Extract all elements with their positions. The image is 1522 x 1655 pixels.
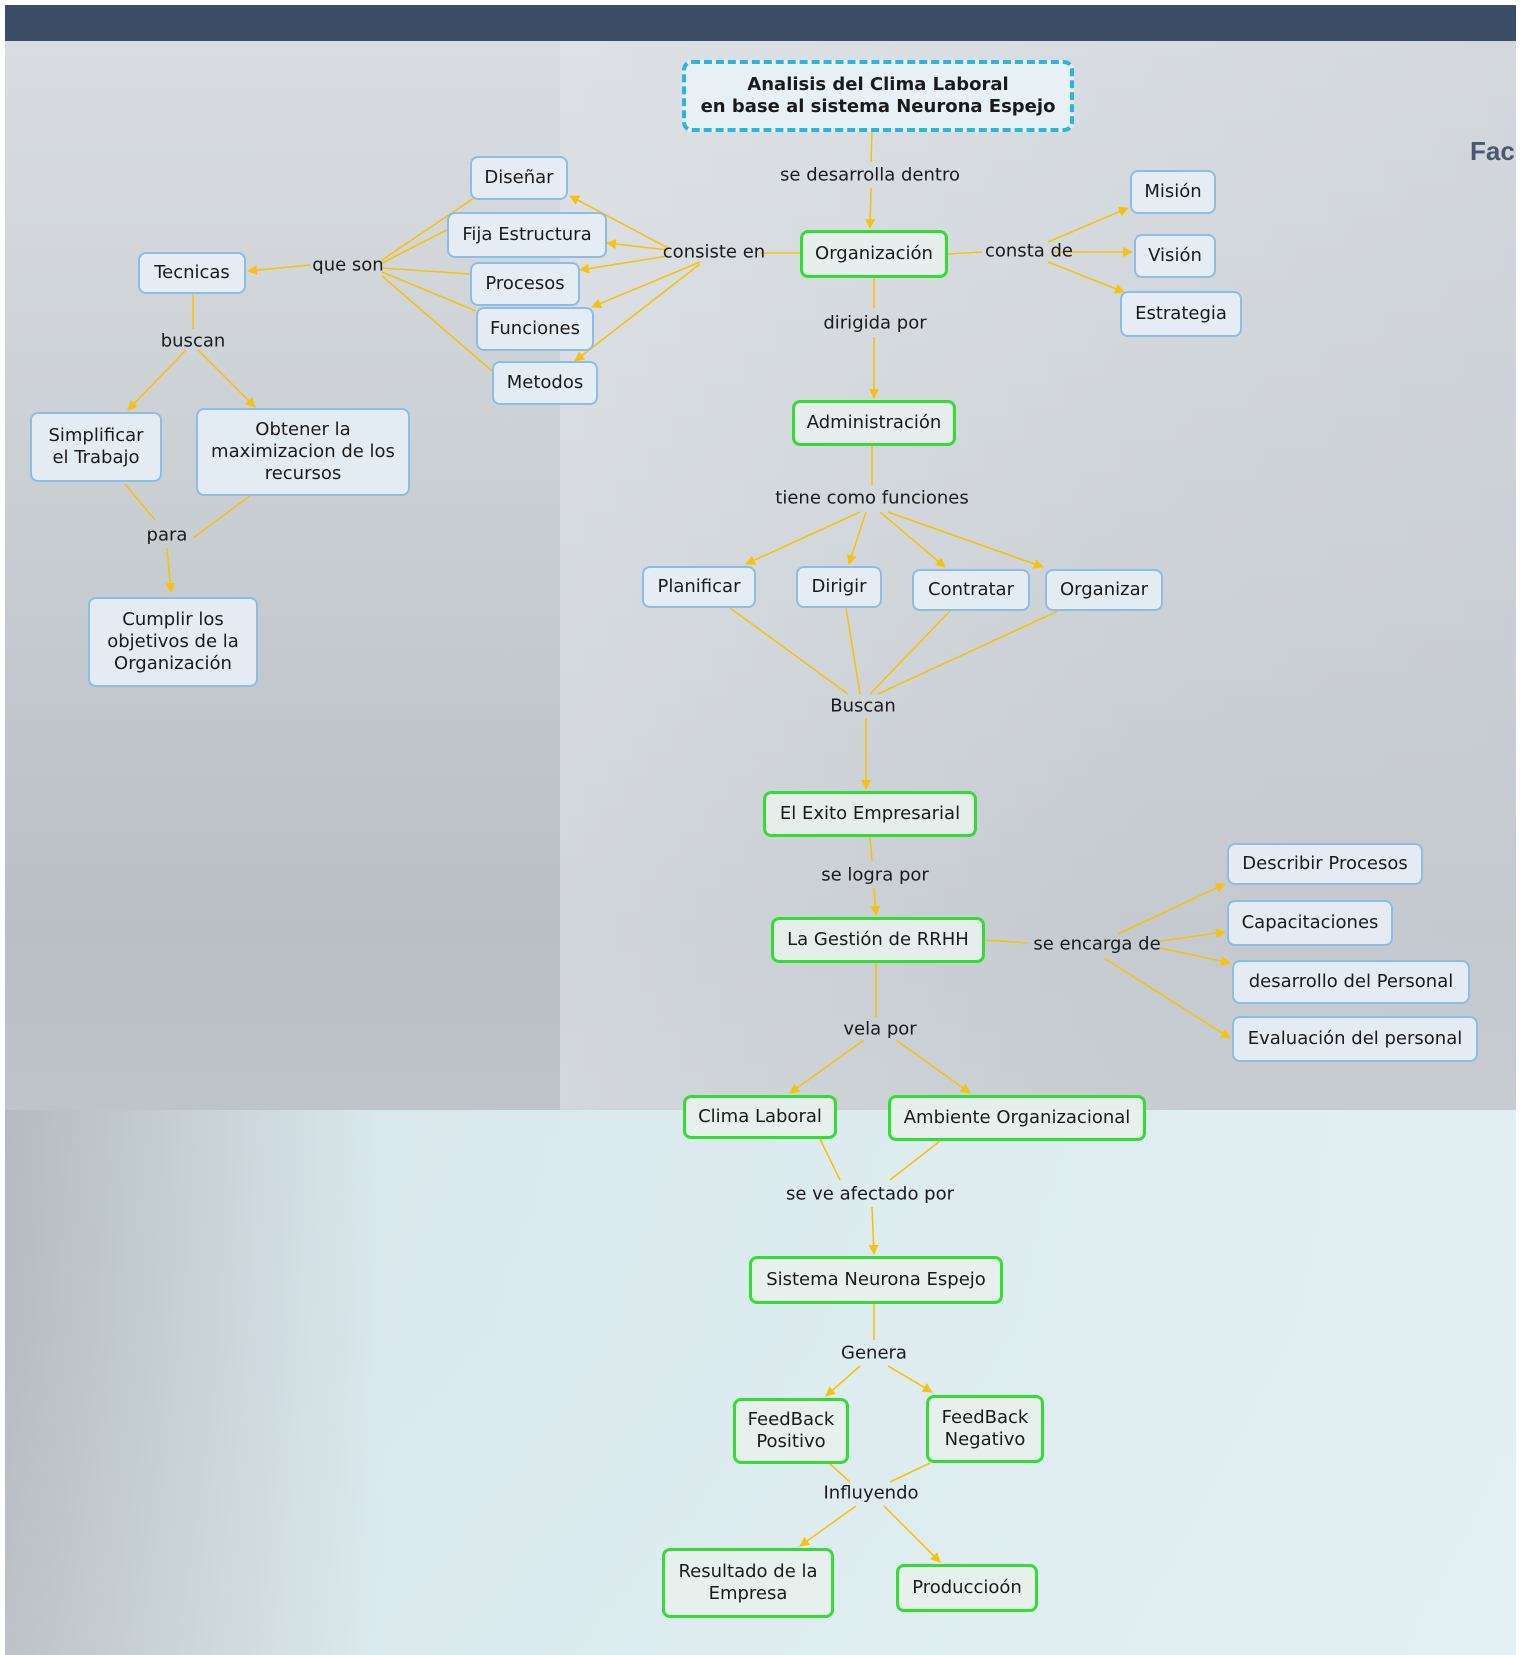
link-se-ve-afectado: se ve afectado por [785, 1183, 955, 1205]
node-vision: Visión [1134, 234, 1216, 278]
node-dirigir: Dirigir [796, 566, 882, 608]
link-tiene-como: tiene como funciones [775, 487, 969, 509]
node-produccion: Produccioón [896, 1564, 1038, 1612]
connector-line [729, 607, 849, 695]
node-exito: El Exito Empresarial [763, 791, 977, 837]
connector-line [947, 251, 983, 255]
map-title: Analisis del Clima Laboral en base al si… [682, 60, 1074, 132]
link-influyendo: Influyendo [823, 1482, 919, 1504]
connector-line [591, 261, 701, 309]
connector-line [569, 195, 669, 249]
connector-line [819, 1138, 841, 1181]
node-simplificar: Simplificar el Trabajo [30, 412, 162, 482]
connector-line [984, 939, 1029, 944]
node-resultado: Resultado de la Empresa [662, 1548, 834, 1618]
node-ambiente: Ambiente Organizacional [888, 1095, 1146, 1141]
node-describir: Describir Procesos [1227, 843, 1423, 885]
node-metodos: Metodos [492, 361, 598, 405]
connector-line [574, 263, 701, 362]
node-fija-estructura: Fija Estructura [447, 212, 607, 258]
node-desarrollo: desarrollo del Personal [1232, 960, 1470, 1004]
connector-line [381, 275, 493, 372]
link-se-logra: se logra por [821, 864, 929, 886]
node-administracion: Administración [792, 400, 956, 446]
connector-line [381, 271, 477, 312]
connector-line [895, 1039, 971, 1094]
connector-line [825, 1365, 861, 1397]
node-organizacion: Organización [800, 230, 948, 278]
connector-line [887, 511, 1044, 569]
connector-line [869, 836, 873, 862]
connector-line [870, 887, 881, 916]
connector-line [789, 1039, 865, 1094]
link-genera: Genera [841, 1342, 907, 1364]
connector-line [868, 1206, 879, 1255]
link-dirigida-por: dirigida por [823, 312, 927, 334]
connector-line [1159, 947, 1231, 967]
connector-line [381, 228, 450, 264]
connector-line [887, 1365, 933, 1393]
link-se-encarga: se encarga de [1033, 933, 1161, 955]
link-buscan-cap: Buscan [830, 695, 896, 717]
node-gestion: La Gestión de RRHH [771, 917, 985, 963]
connector-line [606, 239, 669, 251]
connector-line [579, 255, 669, 274]
connector-line [829, 1463, 851, 1483]
connector-line [845, 607, 861, 695]
partial-header-text: Fac [1470, 136, 1515, 166]
connector-line [381, 267, 471, 275]
node-mision: Misión [1130, 170, 1216, 214]
node-organizar: Organizar [1045, 569, 1163, 611]
connector-line [197, 349, 256, 408]
connector-line [870, 131, 873, 163]
link-se-desarrolla: se desarrolla dentro [780, 164, 960, 186]
link-vela-por: vela por [843, 1018, 917, 1040]
connector-line [247, 264, 311, 276]
connector-line [865, 187, 876, 229]
connector-line [1103, 957, 1231, 1039]
connector-line [1047, 206, 1129, 243]
connector-line [883, 1505, 941, 1563]
connector-line [127, 349, 187, 411]
connector-line [124, 483, 156, 521]
link-para: para [146, 524, 188, 546]
node-evaluacion: Evaluación del personal [1232, 1016, 1478, 1062]
node-contratar: Contratar [912, 569, 1030, 611]
node-cumplir: Cumplir los objetivos de la Organización [88, 597, 258, 687]
connector-line [879, 511, 946, 568]
node-estrategia: Estrategia [1120, 291, 1242, 337]
connector-line [381, 197, 475, 261]
node-clima: Clima Laboral [683, 1095, 837, 1139]
connector-line [1047, 261, 1125, 294]
node-obtener: Obtener la maximizacion de los recursos [196, 408, 410, 496]
link-que-son: que son [312, 254, 384, 276]
connector-line [745, 511, 861, 565]
connector-line [889, 1140, 941, 1181]
node-fb-positivo: FeedBack Positivo [733, 1398, 849, 1464]
connector-line [847, 511, 867, 565]
node-disenar: Diseñar [470, 156, 568, 200]
connector-line [799, 1505, 857, 1547]
link-buscan-lower: buscan [160, 330, 226, 352]
link-consiste-en: consiste en [662, 241, 766, 263]
connector-line [1117, 883, 1226, 935]
node-planificar: Planificar [642, 566, 756, 608]
connector-line [165, 547, 176, 593]
connector-line [869, 610, 951, 695]
node-tecnicas: Tecnicas [138, 252, 246, 294]
link-consta-de: consta de [984, 240, 1074, 262]
connector-line [192, 495, 251, 539]
connector-line [1159, 928, 1226, 942]
node-capacitaciones: Capacitaciones [1227, 900, 1393, 946]
top-bar [5, 5, 1516, 41]
connector-line [889, 1462, 931, 1483]
node-procesos: Procesos [470, 262, 580, 306]
node-fb-negativo: FeedBack Negativo [926, 1395, 1044, 1463]
node-sistema: Sistema Neurona Espejo [749, 1256, 1003, 1304]
node-funciones: Funciones [476, 307, 594, 351]
connector-line [877, 610, 1059, 695]
